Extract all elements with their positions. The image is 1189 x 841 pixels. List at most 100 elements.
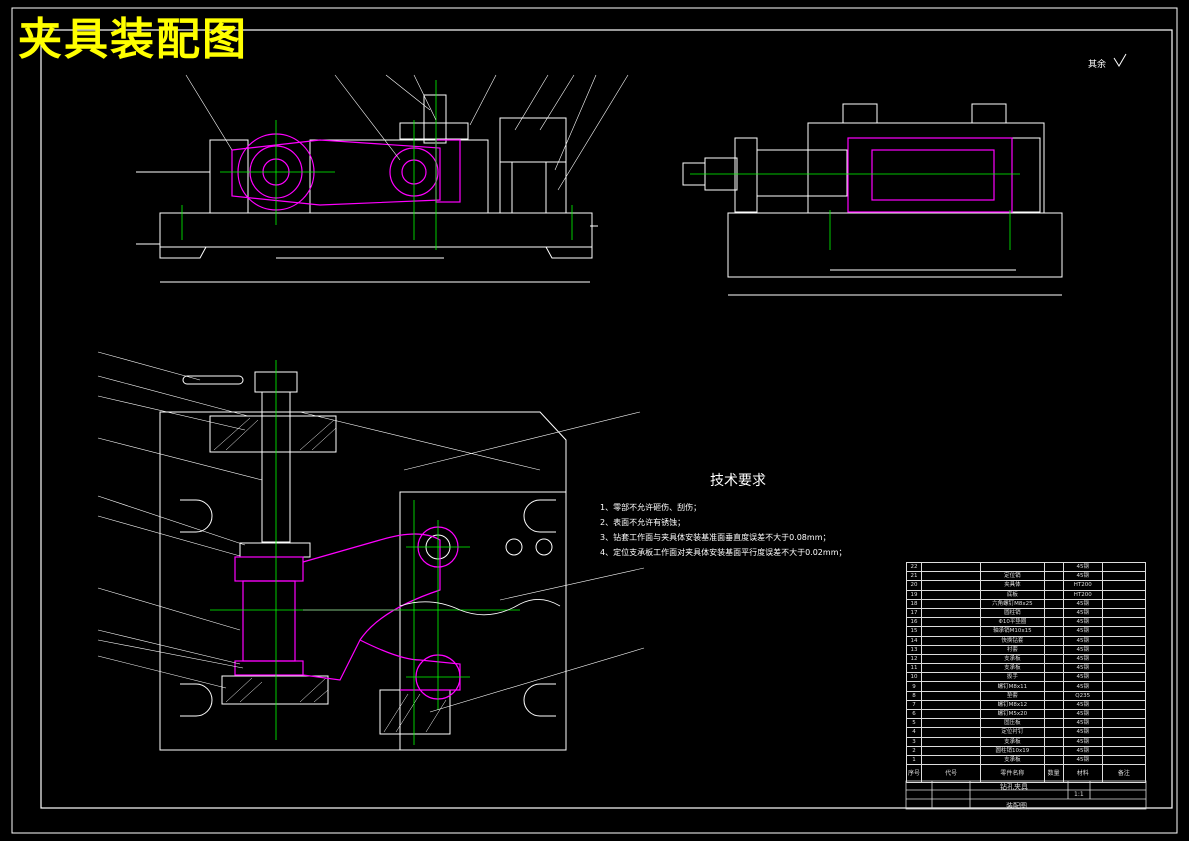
technical-requirements: 技术要求 1、零部不允许砸伤、刮伤； 2、表面不允许有锈蚀； 3、钻套工作面与夹… [600, 470, 847, 560]
bom-cell-material: 45钢 [1062, 708, 1103, 720]
bom-header-material: 材料 [1062, 764, 1103, 784]
bom-cell-material: Q235 [1062, 690, 1103, 701]
bom-cell-code [921, 736, 982, 747]
break-line [399, 599, 561, 616]
front-view-leaders [185, 74, 629, 191]
bom-cell-no: 17 [905, 607, 923, 619]
bom-cell-qty [1043, 580, 1064, 591]
bom-cell-name: 底板 [980, 589, 1045, 600]
bom-cell-qty [1043, 635, 1064, 646]
bom-cell-code [921, 598, 982, 609]
bom-header-qty: 数量 [1043, 764, 1064, 784]
bom-cell-no: 6 [905, 708, 923, 720]
bom-cell-qty [1043, 672, 1064, 683]
bom-cell-code [921, 727, 982, 738]
bom-cell-no: 4 [905, 727, 923, 738]
bom-cell-remark [1101, 663, 1147, 674]
bom-cell-code [921, 745, 982, 756]
tech-item: 4、定位支承板工作面对夹具体安装基面平行度误差不大于0.02mm； [600, 548, 847, 557]
bom-cell-qty [1043, 663, 1064, 674]
bom-cell-remark [1101, 699, 1147, 711]
bom-cell-qty [1043, 598, 1064, 609]
bom-cell-remark [1101, 571, 1147, 582]
bom-cell-remark [1101, 672, 1147, 683]
side-view-links [847, 137, 1013, 213]
bom-cell-qty [1043, 607, 1064, 619]
title-block-frame [905, 780, 1147, 810]
side-view-centerlines [690, 173, 1020, 250]
top-view-links [234, 526, 461, 700]
bom-cell-qty [1043, 745, 1064, 756]
bom-cell-no: 22 [905, 561, 923, 573]
bom-cell-name: 衬套 [980, 644, 1045, 655]
bom-cell-qty [1043, 681, 1064, 692]
bom-cell-name: 夹具体 [980, 580, 1045, 591]
bom-cell-qty [1043, 754, 1064, 766]
bom-cell-name: 快换钻套 [980, 635, 1045, 646]
bom-cell-code [921, 607, 982, 619]
bom-cell-name: 扳手 [980, 672, 1045, 683]
top-view-leaders [97, 351, 645, 713]
tech-item: 1、零部不允许砸伤、刮伤； [600, 503, 702, 512]
bom-cell-name: 螺钉M8x12 [980, 699, 1045, 711]
roughness-note: 其余 [1088, 60, 1107, 70]
bom-cell-remark [1101, 727, 1147, 738]
bom-cell-name: 定位衬钉 [980, 727, 1045, 738]
front-view-centerlines [181, 80, 573, 250]
bom-cell-no: 9 [905, 681, 923, 692]
bom-cell-code [921, 635, 982, 646]
bom-cell-code [921, 617, 982, 628]
title-block-scale: 1:1 [1074, 791, 1084, 798]
title-block-drawing-name: 钻孔夹具 [1000, 783, 1028, 791]
bom-header-row: 序号代号零件名称数量材料备注 [905, 764, 1147, 784]
bom-cell-remark [1101, 745, 1147, 756]
bom-cell-code [921, 690, 982, 701]
bom-cell-material: 45钢 [1062, 635, 1103, 646]
bom-cell-code [921, 589, 982, 600]
bom-cell-remark [1101, 736, 1147, 747]
bom-cell-material: 45钢 [1062, 699, 1103, 711]
bom-cell-material: 45钢 [1062, 718, 1103, 729]
bom-cell-code [921, 561, 982, 573]
bom-cell-no: 3 [905, 736, 923, 747]
bom-cell-code [921, 626, 982, 637]
bom-cell-name: 定位销 [980, 571, 1045, 582]
bom-cell-code [921, 571, 982, 582]
bom-cell-material: 45钢 [1062, 663, 1103, 674]
bom-cell-qty [1043, 589, 1064, 600]
bom-cell-qty [1043, 617, 1064, 628]
bom-cell-material: 45钢 [1062, 598, 1103, 609]
bom-cell-remark [1101, 598, 1147, 609]
bom-cell-material: HT200 [1062, 589, 1103, 600]
bom-cell-no: 18 [905, 598, 923, 609]
bom-cell-no: 15 [905, 626, 923, 637]
bom-cell-qty [1043, 690, 1064, 701]
bom-cell-no: 20 [905, 580, 923, 591]
bom-row: 20 夹具体 HT200 [905, 580, 1147, 591]
bom-header-code: 代号 [921, 764, 982, 784]
bom-cell-qty [1043, 699, 1064, 711]
bom-cell-qty [1043, 626, 1064, 637]
bom-cell-name: 支承板 [980, 736, 1045, 747]
bom-cell-material: HT200 [1062, 580, 1103, 591]
bom-cell-qty [1043, 736, 1064, 747]
bom-header-name: 零件名称 [980, 764, 1045, 784]
bom-cell-code [921, 754, 982, 766]
bom-cell-no: 1 [905, 754, 923, 766]
bom-cell-remark [1101, 589, 1147, 600]
bom-cell-name: 固压板 [980, 718, 1045, 729]
bom-cell-code [921, 672, 982, 683]
bom-cell-code [921, 580, 982, 591]
bom-cell-material: 45钢 [1062, 626, 1103, 637]
bom-cell-no: 10 [905, 672, 923, 683]
tech-heading: 技术要求 [710, 473, 766, 489]
